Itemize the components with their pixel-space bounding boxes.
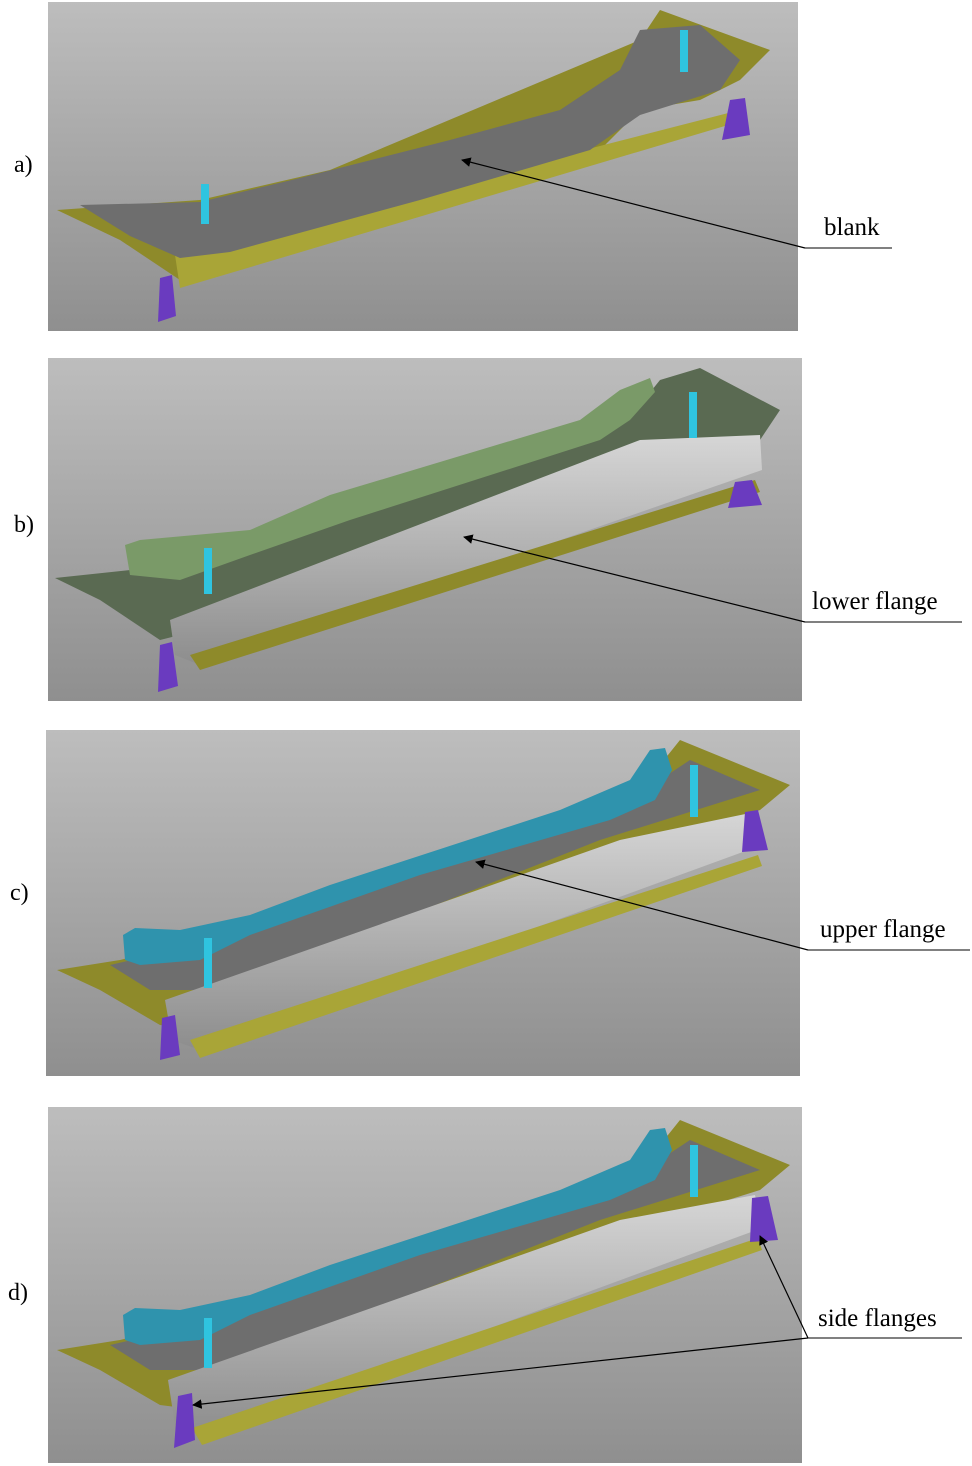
panel-a (48, 2, 892, 331)
panel-d-letter: d) (8, 1280, 28, 1306)
callout-upper-flange: upper flange (820, 916, 946, 943)
arrow-icon (463, 534, 806, 623)
blank-sheet (80, 25, 740, 258)
support-block-icon (158, 275, 176, 322)
support-block-icon (728, 480, 762, 508)
locating-pin-icon (204, 938, 212, 988)
locating-pin-icon (689, 392, 697, 438)
arrow-icon (461, 157, 806, 249)
binder-lower-strip (175, 110, 745, 288)
panel-c-letter: c) (10, 880, 29, 906)
support-block-icon (722, 98, 750, 140)
support-block-icon (750, 1196, 778, 1242)
locating-pin-icon (690, 1145, 698, 1197)
lower-flange-tool (125, 378, 655, 580)
panel-c (46, 730, 970, 1076)
formed-wall (168, 1195, 762, 1435)
support-block-icon (174, 1393, 195, 1448)
formed-wall (170, 435, 762, 665)
support-block-icon (742, 810, 768, 852)
panel-a-letter: a) (14, 152, 33, 178)
callout-side-flanges: side flanges (818, 1305, 937, 1332)
locating-pin-icon (690, 765, 698, 817)
support-block-icon (160, 1015, 180, 1060)
binder-lower-strip (192, 1238, 762, 1445)
panel-b-letter: b) (14, 512, 34, 538)
arrow-icon (759, 1235, 809, 1339)
binder-lower-strip (190, 480, 760, 670)
locating-pin-icon (201, 184, 209, 224)
formed-wall (165, 812, 762, 1050)
upper-flange-tool (123, 1128, 672, 1345)
locating-pin-icon (204, 548, 212, 594)
callout-lower-flange: lower flange (812, 588, 938, 615)
locating-pin-icon (204, 1318, 212, 1368)
upper-flange-tool (123, 748, 672, 965)
panel-b (48, 358, 962, 701)
panel-d (48, 1107, 962, 1463)
support-block-icon (158, 642, 178, 692)
callout-blank: blank (824, 214, 880, 241)
arrow-icon (192, 1337, 809, 1409)
locating-pin-icon (680, 30, 688, 72)
binder-lower-strip (190, 855, 762, 1058)
arrow-icon (475, 859, 809, 951)
